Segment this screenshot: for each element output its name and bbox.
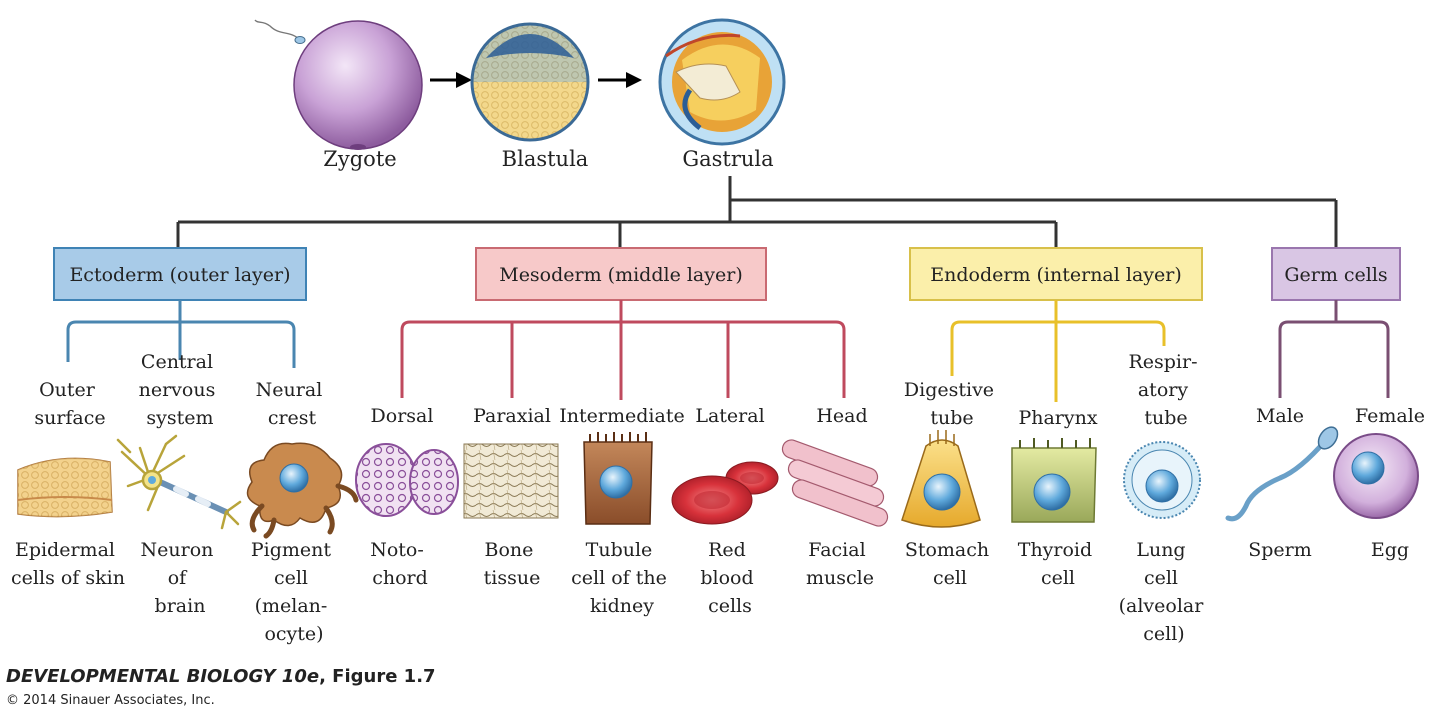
cell-epidermal: Epidermal cells of skin bbox=[11, 539, 125, 589]
germ-cells-box: Germ cells bbox=[1271, 247, 1401, 301]
zygote-icon bbox=[254, 19, 423, 150]
region-neural-crest: Neural crest bbox=[256, 379, 329, 429]
region-female: Female bbox=[1355, 405, 1425, 427]
copyright-text: © 2014 Sinauer Associates, Inc. bbox=[6, 693, 215, 708]
cell-red-blood: Red blood cells bbox=[700, 539, 759, 617]
region-head: Head bbox=[816, 405, 867, 427]
region-outer-surface: Outer surface bbox=[34, 379, 105, 429]
mesoderm-box: Mesoderm (middle layer) bbox=[475, 247, 767, 301]
cell-kidney-tubule: Tubule cell of the kidney bbox=[571, 539, 673, 617]
arrow-icon bbox=[598, 72, 642, 88]
cell-notochord: Noto- chord bbox=[370, 539, 430, 589]
ectoderm-box: Ectoderm (outer layer) bbox=[53, 247, 307, 301]
bone-tissue-icon bbox=[463, 443, 559, 519]
figure-credit: DEVELOPMENTAL BIOLOGY 10e, Figure 1.7 © … bbox=[6, 666, 436, 708]
endoderm-branches bbox=[950, 300, 1166, 402]
figure-source-title: DEVELOPMENTAL BIOLOGY 10e, Figure 1.7 bbox=[6, 666, 436, 687]
region-lateral: Lateral bbox=[695, 405, 764, 427]
developmental-stages: Zygote Blastula Gastrula bbox=[254, 18, 786, 171]
mesoderm-label: Mesoderm (middle layer) bbox=[499, 264, 743, 286]
egg-icon bbox=[1333, 433, 1419, 519]
blastula-icon bbox=[470, 22, 590, 142]
sperm-icon bbox=[1225, 426, 1339, 522]
cell-facial-muscle: Facial muscle bbox=[806, 539, 874, 589]
stomach-cell-icon bbox=[901, 430, 981, 528]
germ-cell-branches bbox=[1278, 300, 1390, 398]
region-central-nervous-system: Central nervous system bbox=[139, 351, 222, 429]
region-respiratory-tube: Respir- atory tube bbox=[1128, 351, 1203, 429]
gastrula-icon bbox=[658, 18, 786, 146]
ectoderm-label: Ectoderm (outer layer) bbox=[69, 264, 290, 286]
cell-egg: Egg bbox=[1371, 539, 1409, 561]
endoderm-label: Endoderm (internal layer) bbox=[930, 264, 1182, 286]
region-paraxial: Paraxial bbox=[473, 405, 551, 427]
lung-cell-icon bbox=[1123, 441, 1201, 519]
region-pharynx: Pharynx bbox=[1018, 407, 1097, 429]
kidney-tubule-cell-icon bbox=[583, 432, 653, 525]
cell-bone-tissue: Bone tissue bbox=[484, 539, 541, 589]
mesoderm-branches bbox=[400, 300, 846, 400]
epidermal-cells-icon bbox=[17, 457, 113, 518]
region-intermediate: Intermediate bbox=[559, 405, 684, 427]
cell-stomach: Stomach cell bbox=[905, 539, 995, 589]
cell-pigment: Pigment cell (melan- ocyte) bbox=[251, 539, 337, 645]
region-dorsal: Dorsal bbox=[371, 405, 434, 427]
cell-neuron: Neuron of brain bbox=[141, 539, 220, 617]
arrow-icon bbox=[430, 72, 472, 88]
neuron-icon bbox=[116, 434, 242, 530]
region-digestive-tube: Digestive tube bbox=[904, 379, 1000, 429]
pigment-cell-icon bbox=[246, 442, 359, 539]
thyroid-cell-icon bbox=[1011, 438, 1097, 523]
stage-label-gastrula: Gastrula bbox=[682, 147, 773, 171]
facial-muscle-icon bbox=[781, 439, 889, 527]
ectoderm-branches bbox=[66, 300, 296, 368]
region-male: Male bbox=[1256, 405, 1304, 427]
germ-cells-label: Germ cells bbox=[1284, 264, 1387, 286]
cell-lung: Lung cell (alveolar cell) bbox=[1119, 539, 1210, 645]
stage-label-blastula: Blastula bbox=[502, 147, 589, 171]
red-blood-cells-icon bbox=[671, 461, 779, 525]
gastrula-connectors bbox=[176, 176, 1338, 250]
notochord-icon bbox=[355, 443, 459, 517]
endoderm-box: Endoderm (internal layer) bbox=[909, 247, 1203, 301]
cell-thyroid: Thyroid cell bbox=[1018, 539, 1098, 589]
cell-sperm: Sperm bbox=[1248, 539, 1312, 561]
stage-label-zygote: Zygote bbox=[323, 147, 396, 171]
